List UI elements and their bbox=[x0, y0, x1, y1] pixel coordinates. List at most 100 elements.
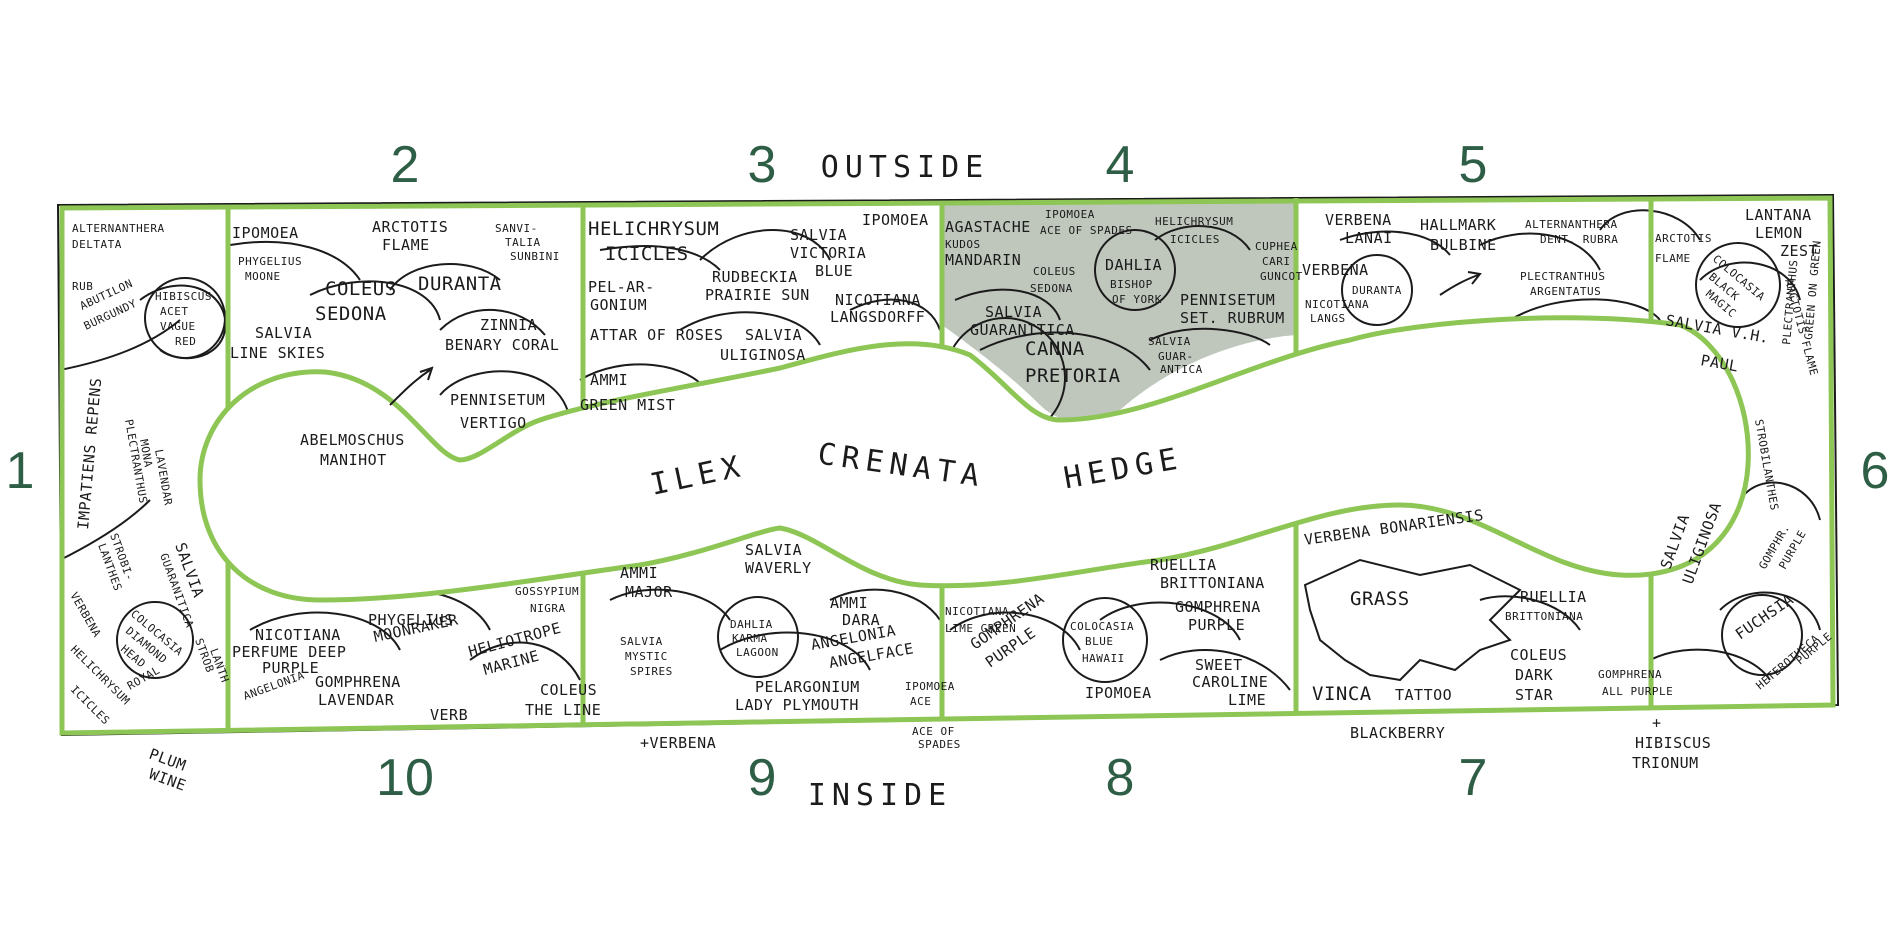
plant-label: ZINNIA bbox=[480, 316, 537, 334]
plant-label: DARA bbox=[842, 611, 880, 629]
plant-label: ANTICA bbox=[1160, 363, 1203, 376]
plant-label: PURPLE bbox=[262, 659, 319, 677]
plant-label: IPOMOEA bbox=[232, 224, 299, 242]
plant-label: COLOCASIA bbox=[1070, 620, 1134, 633]
section-number-5: 5 bbox=[1459, 136, 1488, 194]
plant-label: LANGS bbox=[1310, 312, 1346, 325]
plant-label: DENT. RUBRA bbox=[1540, 233, 1618, 246]
plant-label: GOMPHRENA bbox=[1598, 668, 1662, 681]
plant-label: DAHLIA bbox=[730, 618, 773, 631]
plant-label: ARGENTATUS bbox=[1530, 285, 1601, 298]
plant-label: BRITTONIANA bbox=[1505, 610, 1583, 623]
plant-label: GOMPHRENA bbox=[1175, 598, 1261, 616]
outside-label: OUTSIDE bbox=[821, 150, 989, 185]
plant-label: LIME bbox=[1228, 691, 1266, 709]
plant-label: NICOTIANA bbox=[255, 626, 341, 644]
plant-label: VICTORIA bbox=[790, 244, 866, 262]
plant-label: ALTERNANTHERA bbox=[1525, 218, 1618, 231]
section-number-8: 8 bbox=[1106, 749, 1135, 807]
plant-label: FUCHSIA bbox=[1732, 590, 1797, 643]
plant-label: KUDOS bbox=[945, 238, 981, 251]
plant-label: TALIA bbox=[505, 236, 541, 249]
plant-label: SWEET bbox=[1195, 656, 1243, 674]
plant-label: GUARANITICA bbox=[970, 321, 1075, 339]
plant-label: ABELMOSCHUS bbox=[300, 431, 405, 449]
plant-label: GOSSYPIUM bbox=[515, 585, 579, 598]
plant-label: THE LINE bbox=[525, 701, 601, 719]
plant-label: RUELLIA bbox=[1150, 556, 1217, 574]
plant-label: LAVENDAR bbox=[152, 448, 175, 506]
plant-label: DAHLIA bbox=[1105, 256, 1162, 274]
plant-label: MYSTIC bbox=[625, 650, 668, 663]
plant-label: GUAR- bbox=[1158, 350, 1194, 363]
section-5-plants: VERBENA LANAI HALLMARK BULBINE ALTERNANT… bbox=[1302, 211, 1618, 325]
plant-label: RED bbox=[175, 335, 196, 348]
plant-label: LANAI bbox=[1345, 229, 1393, 247]
grass-patch bbox=[1303, 558, 1522, 682]
plant-label: SALVIA bbox=[255, 324, 312, 342]
plant-label: IPOMOEA bbox=[1045, 208, 1095, 221]
plant-label: DURANTA bbox=[1352, 284, 1402, 297]
plant-label: HIBISCUS bbox=[155, 290, 212, 303]
plant-label: + bbox=[1652, 714, 1662, 732]
plant-label: ARCTOTIS bbox=[372, 218, 448, 236]
plant-label: LADY PLYMOUTH bbox=[735, 696, 859, 714]
plant-label: LIME GREEN bbox=[945, 622, 1016, 635]
plant-label: FLAME bbox=[1655, 252, 1691, 265]
plant-label: MANDARIN bbox=[945, 251, 1021, 269]
section-number-10: 10 bbox=[376, 749, 434, 807]
plant-label: PEL-AR- bbox=[588, 278, 655, 296]
section-4-highlight bbox=[942, 198, 1296, 423]
plant-label: COLEUS bbox=[1510, 646, 1567, 664]
plant-label: PRETORIA bbox=[1025, 365, 1121, 387]
plant-label: CANNA bbox=[1025, 338, 1085, 360]
plant-label: MANIHOT bbox=[320, 451, 387, 469]
plant-label: SALVIA bbox=[620, 635, 663, 648]
plant-label: HALLMARK bbox=[1420, 216, 1496, 234]
plant-label: LINE SKIES bbox=[230, 344, 325, 362]
plant-label: MAJOR bbox=[625, 583, 673, 601]
section-number-3: 3 bbox=[748, 136, 777, 194]
plant-label: ZEST bbox=[1780, 242, 1818, 260]
plant-label: BULBINE bbox=[1430, 236, 1497, 254]
plant-label: PENNISETUM bbox=[450, 391, 545, 409]
plant-label: LANGSDORFF bbox=[830, 308, 925, 326]
plant-label: PURPLE bbox=[1188, 616, 1245, 634]
plant-label: GREEN MIST bbox=[580, 396, 675, 414]
plant-label: LANTANA bbox=[1745, 206, 1812, 224]
section-4-plants: AGASTACHE KUDOS MANDARIN IPOMOEA ACE OF … bbox=[945, 208, 1302, 387]
section-10-plants: NICOTIANA PERFUME DEEP PURPLE PHYGELIUS … bbox=[232, 585, 601, 724]
section-2-plants: IPOMOEA PHYGELIUS MOONE ARCTOTIS FLAME S… bbox=[230, 218, 560, 469]
plant-label: AMMI bbox=[830, 594, 868, 612]
plant-label: SALVIA bbox=[745, 541, 802, 559]
plant-label: SEDONA bbox=[1030, 282, 1073, 295]
section-numbers: 1 2 3 4 5 6 7 8 9 10 bbox=[6, 136, 1890, 807]
arrow-marks bbox=[389, 271, 1482, 406]
plant-label: COLEUS bbox=[325, 278, 397, 300]
plant-label: BENARY CORAL bbox=[445, 336, 559, 354]
plant-label: SALVIA bbox=[790, 226, 847, 244]
plant-label: COLEUS bbox=[1033, 265, 1076, 278]
plant-label: ICICLES bbox=[605, 243, 689, 265]
plant-label: BRITTONIANA bbox=[1160, 574, 1265, 592]
plant-label: BLUE bbox=[1085, 635, 1114, 648]
plant-label: ALL PURPLE bbox=[1602, 685, 1673, 698]
plant-label: SPIRES bbox=[630, 665, 673, 678]
plant-label: DELTATA bbox=[72, 238, 122, 251]
plant-label: ACE bbox=[910, 695, 931, 708]
plant-label: LAGOON bbox=[736, 646, 779, 659]
plant-label: +VERBENA bbox=[640, 734, 716, 752]
plant-label: ICICLES bbox=[1170, 233, 1220, 246]
plant-label: SUNBINI bbox=[510, 250, 560, 263]
section-3-plants: HELICHRYSUM ICICLES SALVIA VICTORIA BLUE… bbox=[580, 211, 928, 414]
plant-label: AMMI bbox=[620, 564, 658, 582]
plant-label: IPOMOEA bbox=[1085, 684, 1152, 702]
plant-label: AGASTACHE bbox=[945, 218, 1031, 236]
plant-label: STROBILANTHES bbox=[1752, 418, 1781, 511]
section-number-6: 6 bbox=[1861, 442, 1890, 500]
plant-label: LEMON bbox=[1755, 224, 1803, 242]
plant-label: ACE OF SPADES bbox=[1040, 224, 1133, 237]
plant-label: VINCA bbox=[1312, 683, 1372, 705]
plant-label: CUPHEA bbox=[1255, 240, 1298, 253]
plant-label: SPADES bbox=[918, 738, 961, 751]
